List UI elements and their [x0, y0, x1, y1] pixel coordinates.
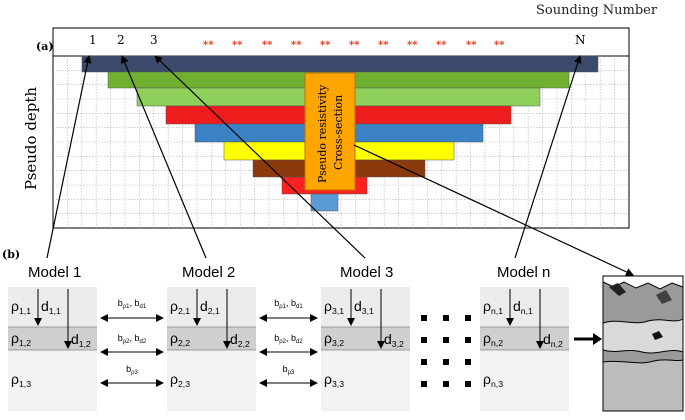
constraint-label-1: bρ1, bd1 — [118, 298, 147, 310]
rho-label-2: ρn,2 — [483, 330, 503, 348]
model-layer-1 — [480, 287, 569, 327]
thickness-label-1: d3,1 — [354, 298, 374, 316]
header-label: Sounding Number — [536, 3, 658, 18]
ellipsis-dot — [421, 381, 427, 387]
ellipsis-dot — [465, 337, 471, 343]
rho-label-3: ρ3,3 — [324, 371, 344, 389]
sounding-label-2: 2 — [117, 33, 125, 47]
ellipsis-mark-1: ** — [203, 40, 214, 51]
sounding-label-3: 3 — [150, 33, 158, 47]
rho-label-3: ρ2,3 — [170, 371, 190, 389]
ellipsis-dot — [443, 315, 449, 321]
ellipsis-dot — [443, 337, 449, 343]
layer-bar-1 — [81, 55, 599, 73]
model-layer-2 — [8, 327, 97, 350]
model-layer-3 — [167, 350, 256, 411]
model-layer-3 — [480, 350, 569, 411]
geological-section — [602, 275, 684, 412]
ellipsis-dot — [465, 359, 471, 365]
rho-label-1: ρn,1 — [483, 298, 503, 316]
rho-label-1: ρ3,1 — [324, 298, 344, 316]
constraint-label-3: bρ3 — [126, 364, 138, 376]
lateral-constraints: bρ1, bd1 bρ2, bd2 bρ3 bρ1, bd1 bρ2, bd2 bρ3 — [100, 298, 318, 387]
rho-label-2: ρ1,2 — [11, 330, 31, 348]
model-2-title: Model 2 — [182, 264, 235, 281]
cross-section-label-line2: Cross-section — [332, 95, 345, 170]
result-arrow — [574, 333, 602, 345]
layered-models: ρ1,1 ρ1,2 ρ1,3 d1,1 d1,2 ρ2,1 ρ2,2 ρ2,3 d2,1 d2,2… — [8, 287, 569, 411]
model-layer-2 — [480, 327, 569, 350]
sounding-label-1: 1 — [89, 33, 97, 47]
panel-a-label: (a) — [36, 40, 54, 53]
thickness-label-2: d2,2 — [230, 331, 250, 349]
layer-bar-9 — [310, 193, 339, 212]
thickness-label-2: d1,2 — [71, 331, 91, 349]
thickness-label-2: dn,2 — [543, 331, 563, 349]
cross-section-label-box: Pseudo resistivity Cross-section — [304, 72, 356, 191]
ellipsis-mark-11: ** — [494, 40, 505, 51]
model-layer-1 — [8, 287, 97, 327]
constraint-label-1: bρ1, bd1 — [274, 298, 303, 310]
cross-section-label-line1: Pseudo resistivity — [316, 84, 329, 183]
ellipsis-dot — [421, 337, 427, 343]
rho-label-1: ρ2,1 — [170, 298, 190, 316]
pointer-arrows — [46, 55, 634, 276]
model-layer-2 — [167, 327, 256, 350]
constraint-group-1: bρ1, bd1 bρ2, bd2 bρ3 — [100, 298, 164, 387]
ellipsis-mark-10: ** — [466, 40, 477, 51]
ellipsis-mark-8: ** — [407, 40, 418, 51]
thickness-label-1: d2,1 — [200, 298, 220, 316]
thickness-label-1: dn,1 — [513, 298, 533, 316]
ellipsis-mark-4: ** — [291, 40, 302, 51]
ellipsis-mark-3: ** — [262, 40, 273, 51]
ellipsis-mark-2: ** — [232, 40, 243, 51]
rho-label-1: ρ1,1 — [11, 298, 31, 316]
model-layer-3 — [8, 350, 97, 411]
thickness-label-1: d1,1 — [41, 298, 61, 316]
sounding-ellipsis-marks: ** ** ** ** ** ** ** ** ** ** ** — [203, 40, 505, 51]
ellipsis-dot — [421, 315, 427, 321]
ellipsis-dot — [443, 359, 449, 365]
rho-label-2: ρ3,2 — [324, 330, 344, 348]
model-4: ρn,1 ρn,2 ρn,3 dn,1 dn,2 — [480, 287, 569, 411]
constraint-label-3: bρ3 — [283, 364, 295, 376]
ellipsis-mark-6: ** — [349, 40, 360, 51]
rho-label-3: ρn,3 — [483, 371, 503, 389]
model-layer-1 — [321, 287, 410, 327]
sounding-number-row: 1 2 3 N ** ** ** ** ** ** ** ** ** ** ** — [52, 27, 630, 57]
panel-b-label: (b) — [2, 248, 20, 261]
ellipsis-mark-5: ** — [320, 40, 331, 51]
constraint-label-2: bρ2, bd2 — [274, 333, 303, 345]
ellipsis-dot-grid — [421, 315, 471, 387]
model-3: ρ3,1 ρ3,2 ρ3,3 d3,1 d3,2 — [321, 287, 410, 411]
model-layer-2 — [321, 327, 410, 350]
model-layer-3 — [321, 350, 410, 411]
rho-label-2: ρ2,2 — [170, 330, 190, 348]
ellipsis-mark-9: ** — [436, 40, 447, 51]
model-layer-1 — [167, 287, 256, 327]
ellipsis-dot — [465, 315, 471, 321]
ellipsis-mark-7: ** — [378, 40, 389, 51]
ellipsis-dot — [465, 381, 471, 387]
sounding-label-n: N — [575, 33, 586, 47]
rho-label-3: ρ1,3 — [11, 371, 31, 389]
model-1-title: Model 1 — [28, 264, 81, 281]
model-n-title: Model n — [497, 264, 550, 281]
constraint-label-2: bρ2, bd2 — [118, 333, 147, 345]
constraint-group-2: bρ1, bd1 bρ2, bd2 bρ3 — [259, 298, 318, 387]
yaxis-label: Pseudo depth — [22, 87, 40, 190]
thickness-label-2: d3,2 — [384, 331, 404, 349]
model-1: ρ1,1 ρ1,2 ρ1,3 d1,1 d1,2 — [8, 287, 97, 411]
model-2: ρ2,1 ρ2,2 ρ2,3 d2,1 d2,2 — [167, 287, 256, 411]
model-3-title: Model 3 — [340, 264, 393, 281]
ellipsis-dot — [421, 359, 427, 365]
ellipsis-dot — [443, 381, 449, 387]
